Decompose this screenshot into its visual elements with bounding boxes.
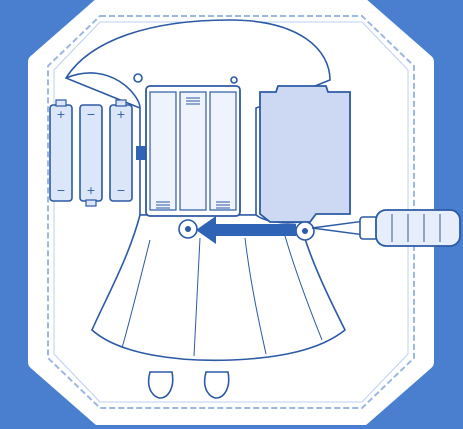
battery-1: + − bbox=[50, 100, 72, 201]
battery-1-bottom-sign: − bbox=[56, 184, 65, 197]
battery-3-top-sign: + bbox=[116, 108, 125, 121]
battery-3: + − bbox=[110, 100, 132, 201]
battery-2-top-sign: − bbox=[86, 108, 95, 121]
battery-2-bottom-sign: + bbox=[86, 184, 95, 197]
battery-3-bottom-sign: − bbox=[116, 184, 125, 197]
battery-compartment bbox=[146, 86, 240, 238]
battery-group: + − − + + − bbox=[50, 100, 132, 206]
battery-1-top-sign: + bbox=[56, 108, 65, 121]
battery-2: − + bbox=[80, 105, 102, 206]
